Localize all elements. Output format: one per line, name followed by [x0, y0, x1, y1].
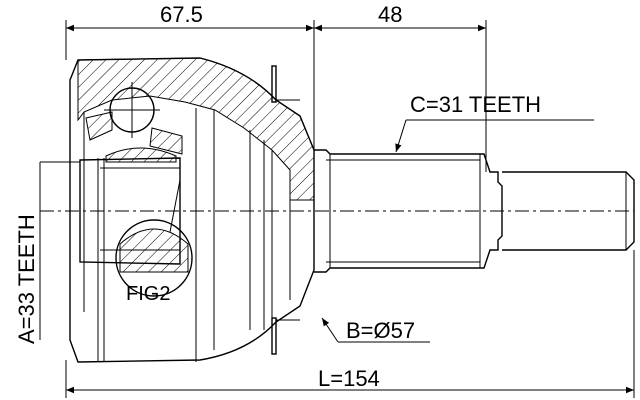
leaders [39, 119, 594, 343]
dim-top-right: 48 [378, 2, 402, 27]
spline-outer-label: C=31 TEETH [410, 92, 541, 117]
fig2-label: FIG2 [126, 283, 170, 305]
dim-top-left: 67.5 [160, 2, 203, 27]
dimension-lines [66, 24, 634, 394]
abs-ring [271, 65, 300, 355]
dim-overall: L=154 [318, 366, 380, 391]
extension-lines [65, 20, 635, 398]
outer-bell-housing [69, 57, 315, 363]
seal-diameter-label: B=Ø57 [346, 318, 415, 343]
fig2-detail: FIG2 [115, 179, 193, 305]
stub-shaft [314, 149, 635, 273]
spline-inner-label: A=33 TEETH [14, 214, 39, 344]
